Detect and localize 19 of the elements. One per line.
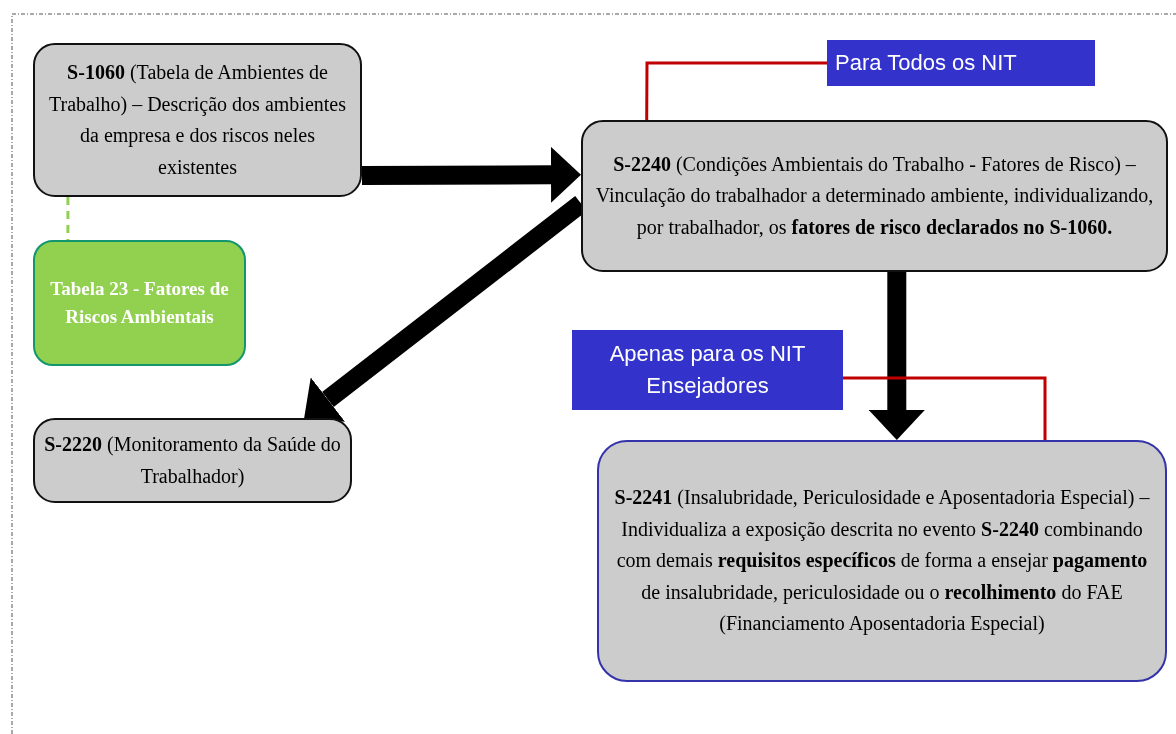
callout-tag bbox=[827, 40, 1095, 86]
process-box bbox=[33, 418, 352, 503]
process-box bbox=[581, 120, 1168, 272]
box-text: S-1060 (Tabela de Ambientes de Trabalho) – Descrição dos ambientes da empresa e dos riscos neles existentes bbox=[48, 60, 347, 180]
box-text: S-2220 (Monitoramento da Saúde do Trabalhador) bbox=[43, 432, 342, 490]
callout-tag bbox=[572, 330, 843, 410]
arrow bbox=[361, 146, 581, 203]
process-box bbox=[33, 43, 362, 197]
box-text: Tabela 23 - Fatores de Riscos Ambientais bbox=[49, 277, 230, 329]
connector-line bbox=[843, 376, 1047, 440]
box-text: S-2241 (Insalubridade, Periculosidade e Aposentadoria Especial) – Individualiza a exposição descrita no evento S-2240 combinando com demais requisitos específicos de forma a ensejar pagamento de insalubridade, periculosidade ou o recolhimento do FAE (Financiamento Aposentadoria Especial) bbox=[613, 485, 1151, 637]
box-text: Apenas para os NIT Ensejadores bbox=[608, 340, 807, 400]
arrow bbox=[868, 272, 925, 440]
box-text: Para Todos os NIT bbox=[835, 49, 1017, 77]
connector-line bbox=[645, 61, 827, 120]
box-text: S-2240 (Condições Ambientais do Trabalho - Fatores de Risco) – Vinculação do trabalhador a determinado ambiente, individualizando, por trabalhador, os fatores de risco declarados no S-1060. bbox=[594, 151, 1155, 241]
process-box bbox=[597, 440, 1167, 682]
connector-line bbox=[66, 197, 70, 240]
table-box bbox=[33, 240, 246, 366]
